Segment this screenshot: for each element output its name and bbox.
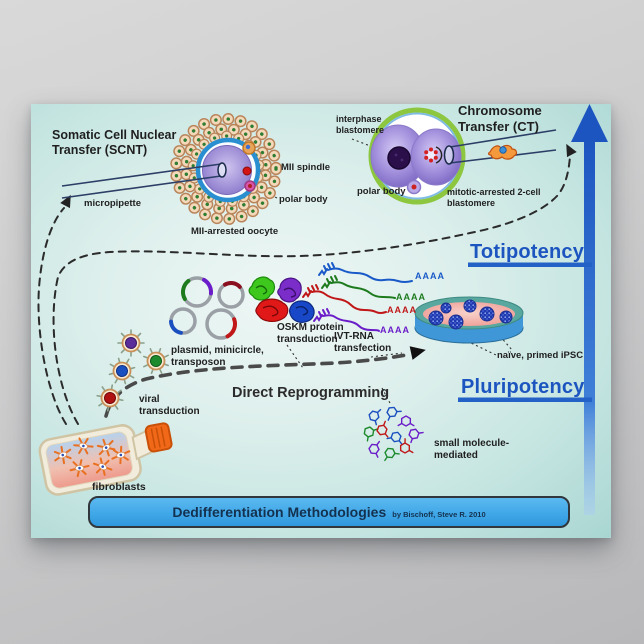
title-banner: Dedifferentiation Methodologies by Bisch… xyxy=(88,496,570,528)
poly-a-tail-purple: AAAA xyxy=(380,325,410,335)
pluripotency-label: Pluripotency xyxy=(461,376,585,398)
poly-a-tail-red: AAAA xyxy=(387,305,417,315)
viral-label: viral transduction xyxy=(139,394,200,418)
banner-byline: by Bischoff, Steve R. 2010 xyxy=(392,509,486,519)
plasmid-label: plasmid, minicircle, transposon xyxy=(171,345,264,369)
micropipette-label: micropipette xyxy=(84,198,142,209)
mii-oocyte-label: MII-arrested oocyte xyxy=(191,226,279,237)
ipsc-label: naïve, primed iPSC xyxy=(497,350,584,361)
ct-polar-body-label: polar body xyxy=(357,186,406,197)
mii-spindle-label: MII spindle xyxy=(281,162,331,173)
scnt-title: Somatic Cell Nuclear Transfer (SCNT) xyxy=(52,128,177,158)
banner-title: Dedifferentiation Methodologies xyxy=(172,504,387,520)
small-molecule-label: small molecule-mediated xyxy=(434,438,510,462)
scnt-polar-body-label: polar body xyxy=(279,194,328,205)
direct-reprogramming-label: Direct Reprogramming xyxy=(232,385,390,401)
poly-a-tail-blue: AAAA xyxy=(415,271,445,281)
interphase-label: interphase blastomere xyxy=(336,114,385,135)
totipotency-label: Totipotency xyxy=(470,241,585,263)
poly-a-tail-green: AAAA xyxy=(396,292,426,302)
ct-title: Chromosome Transfer (CT) xyxy=(458,103,542,134)
mitotic-label: mitotic-arrested 2-cell blastomere xyxy=(447,187,541,208)
fibroblasts-label: fibroblasts xyxy=(92,481,146,493)
